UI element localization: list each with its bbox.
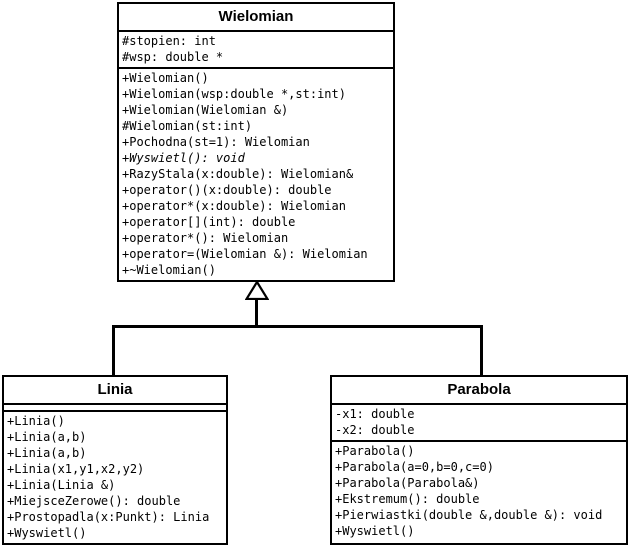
attribute-row: #stopien: int (122, 34, 216, 48)
operation-row: +operator*(x:double): Wielomian (122, 199, 346, 213)
operations-compartment-parabola: +Parabola() +Parabola(a=0,b=0,c=0) +Para… (332, 442, 626, 541)
class-name-parabola: Parabola (447, 381, 511, 398)
compartment-divider (4, 403, 226, 405)
compartment-divider (4, 410, 226, 412)
class-box-wielomian[interactable]: Wielomian #stopien: int #wsp: double * +… (117, 2, 395, 282)
attribute-row: -x1: double (335, 407, 415, 421)
operation-row: +Pochodna(st=1): Wielomian (122, 135, 310, 149)
compartment-divider (332, 403, 626, 405)
class-box-linia[interactable]: Linia +Linia() +Linia(a,b) +Linia(a,b) +… (2, 375, 228, 545)
operation-row: +Wyswietl() (335, 524, 415, 538)
operation-row: +Parabola(a=0,b=0,c=0) (335, 460, 494, 474)
operation-row: +operator*(): Wielomian (122, 231, 289, 245)
generalization-fork-bar (112, 325, 483, 328)
operation-row: +operator=(Wielomian &): Wielomian (122, 247, 368, 261)
class-name-linia: Linia (97, 381, 133, 398)
operation-row: +~Wielomian() (122, 263, 216, 277)
operations-compartment-linia: +Linia() +Linia(a,b) +Linia(a,b) +Linia(… (4, 412, 226, 543)
operation-row: +Wielomian(wsp:double *,st:int) (122, 87, 346, 101)
operation-row: +operator()(x:double): double (122, 183, 332, 197)
attributes-compartment-parabola: -x1: double -x2: double (332, 405, 626, 440)
class-box-parabola[interactable]: Parabola -x1: double -x2: double +Parabo… (330, 375, 628, 545)
operation-row: +Parabola() (335, 444, 415, 458)
attributes-compartment-wielomian: #stopien: int #wsp: double * (119, 32, 393, 67)
operation-row-abstract: +Wyswietl(): void (122, 151, 245, 165)
operation-row: +Wielomian(Wielomian &) (122, 103, 289, 117)
operation-row: +Wyswietl() (7, 526, 87, 540)
operation-row: +Linia(Linia &) (7, 478, 116, 492)
compartment-divider (119, 67, 393, 69)
class-name-wielomian: Wielomian (218, 8, 294, 25)
operation-row: +Linia(a,b) (7, 446, 87, 460)
operation-row: +Wielomian() (122, 71, 209, 85)
operations-compartment-wielomian: +Wielomian() +Wielomian(wsp:double *,st:… (119, 69, 393, 280)
operation-row: +Prostopadla(x:Punkt): Linia (7, 510, 210, 524)
operation-row: #Wielomian(st:int) (122, 119, 253, 133)
compartment-divider (119, 30, 393, 32)
attribute-row: #wsp: double * (122, 50, 224, 64)
operation-row: +Parabola(Parabola&) (335, 476, 480, 490)
operation-row: +Linia(x1,y1,x2,y2) (7, 462, 145, 476)
operation-row: +RazyStala(x:double): Wielomian& (122, 167, 354, 181)
operation-row: +Pierwiastki(double &,double &): void (335, 508, 603, 522)
attribute-row: -x2: double (335, 423, 415, 437)
operation-row: +Linia() (7, 414, 65, 428)
generalization-drop-linia (112, 325, 115, 376)
operation-row: +MiejsceZerowe(): double (7, 494, 181, 508)
generalization-stem (255, 299, 258, 327)
generalization-arrowhead-icon (245, 281, 269, 300)
operation-row: +operator[](int): double (122, 215, 296, 229)
generalization-drop-parabola (480, 325, 483, 376)
compartment-divider (332, 440, 626, 442)
operation-row: +Linia(a,b) (7, 430, 87, 444)
operation-row: +Ekstremum(): double (335, 492, 480, 506)
